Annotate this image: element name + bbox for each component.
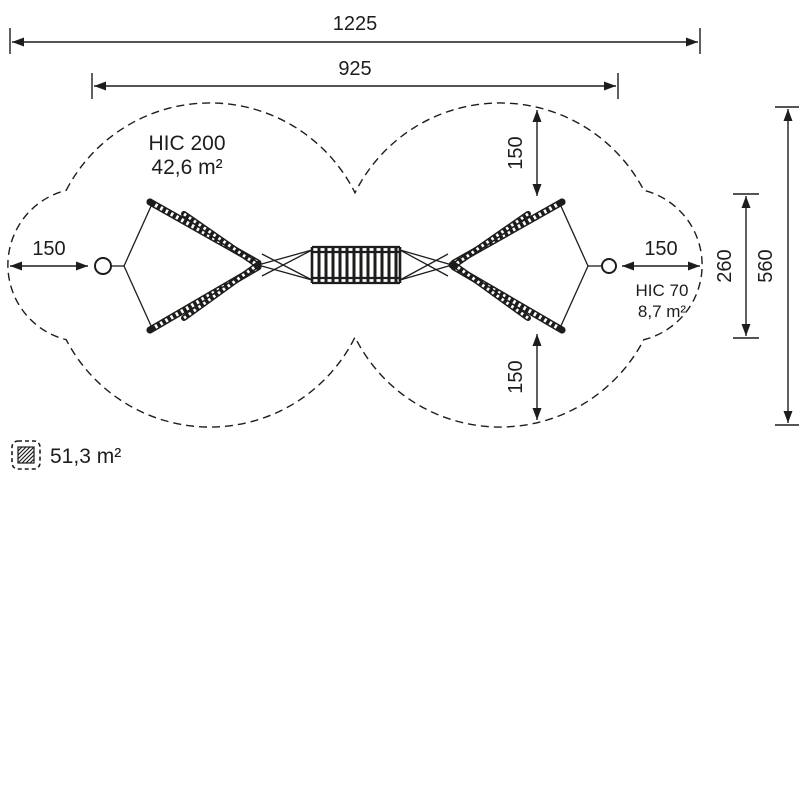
right-anchor-ball (601, 258, 617, 274)
zone-side-area: 8,7 m² (638, 302, 687, 321)
pole-joint (448, 261, 456, 269)
dimension-side-height (733, 193, 759, 339)
dimension-equipment-width (91, 73, 619, 99)
dimension-side-height-label: 260 (714, 249, 736, 282)
pole-joint (558, 198, 566, 206)
left-rope-beams (146, 198, 262, 334)
right-guy-ropes (559, 203, 601, 329)
dimension-total-width (9, 28, 701, 54)
dimension-total-height-label: 560 (755, 249, 777, 282)
pole-joint (558, 326, 566, 334)
dimension-total-width-label: 1225 (333, 13, 378, 35)
left-anchor-ball (94, 257, 112, 275)
dimension-equipment-width-label: 925 (338, 58, 371, 80)
left-bridge-ropes (257, 249, 313, 281)
dimension-clearance-right-label: 150 (644, 238, 677, 260)
dimension-clearance-left-label: 150 (32, 238, 65, 260)
left-guy-ropes (111, 203, 153, 329)
dimension-clearance-top-label: 150 (505, 136, 527, 169)
dimension-clearance-bottom-label: 150 (505, 360, 527, 393)
legend-area-label: 51,3 m² (50, 445, 121, 468)
dimension-total-height (775, 106, 799, 426)
zone-side-name: HIC 70 (636, 281, 689, 300)
net-bridge (310, 245, 402, 285)
zone-main-area: 42,6 m² (151, 156, 222, 179)
climbing-structure (94, 198, 617, 334)
rope-beam (453, 263, 531, 321)
rope-beam (453, 211, 531, 267)
right-bridge-ropes (399, 249, 453, 281)
legend-hatch-lines (17, 446, 35, 464)
right-rope-beams (448, 198, 566, 334)
pole-joint (146, 326, 154, 334)
pole-joint (146, 198, 154, 206)
legend-dashed-border (11, 440, 41, 470)
safety-zone-outline (7, 102, 703, 428)
zone-main-name: HIC 200 (148, 132, 225, 155)
rope-beam (181, 211, 259, 267)
rope-beam (181, 263, 259, 321)
legend-area-icon (11, 440, 41, 470)
